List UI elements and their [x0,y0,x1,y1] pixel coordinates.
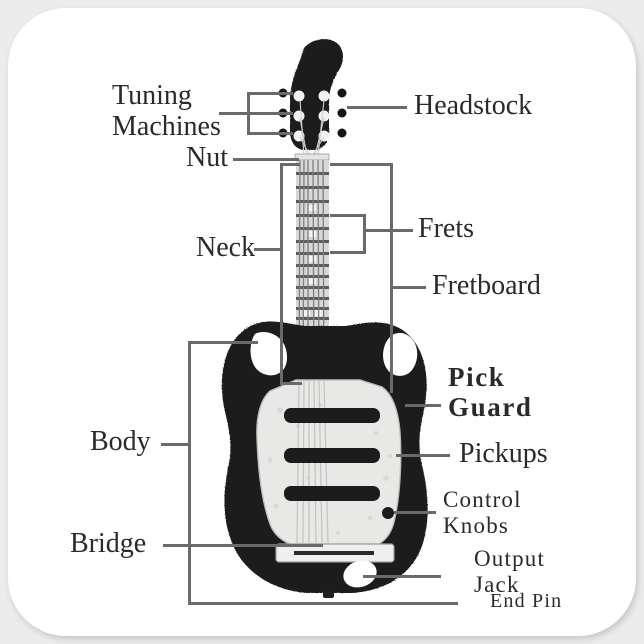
leader-neck-top [280,163,300,166]
leader-body-top [188,341,258,344]
label-neck: Neck [196,232,256,263]
leader-neck-spine [280,163,283,385]
label-frets: Frets [418,213,474,244]
leader-bridge [163,544,323,547]
leader-pick-guard [405,404,441,407]
leader-output-jack [363,575,441,578]
leader-tuning-machines-2 [247,112,293,115]
leader-body-stub [161,443,191,446]
output-jack-art [343,560,377,588]
label-pick-guard-line2: Guard [448,392,533,423]
label-output-jack-line1: Output [474,546,546,571]
label-pick-guard-line1: Pick [448,362,506,392]
label-tuning-machines-line1: Tuning [112,80,192,111]
leader-pickups [396,454,450,457]
leader-nut [233,158,299,161]
leader-fretboard-spine [390,163,393,393]
pickguard-art [256,379,405,550]
label-headstock: Headstock [414,90,533,121]
label-body: Body [90,426,151,457]
sticker-card: Tuning Machines Headstock Nut Neck Frets… [8,8,636,636]
leader-frets-stub [363,229,413,232]
bridge-art [275,543,395,563]
leader-headstock [347,106,407,109]
leader-fretboard-top [330,163,392,166]
label-fretboard: Fretboard [432,270,541,301]
control-knobs-art [382,507,405,536]
pickups-art [284,408,380,501]
callout-layer: Tuning Machines Headstock Nut Neck Frets… [8,8,636,636]
leader-body-spine [188,341,191,605]
leader-neck-stub [254,248,282,251]
guitar-illustration [221,39,428,598]
leader-neck-bottom [280,382,302,385]
label-end-pin: End Pin [490,590,563,612]
label-output-jack-line2: Jack [474,571,520,597]
leader-fretboard-stub [392,286,426,289]
label-nut: Nut [186,142,228,173]
leader-control-knobs [394,511,436,514]
label-tuning-machines: Tuning Machines [112,80,221,143]
label-control-knobs-line2: Knobs [443,512,510,538]
end-pin-art [323,591,334,598]
label-pickups: Pickups [459,438,548,469]
leader-tuning-machines-3 [247,132,293,135]
guitar-body-art [221,321,428,598]
label-control-knobs-line1: Control [443,487,522,512]
leader-frets-box-top [330,214,366,217]
label-output-jack: Output Jack [474,546,545,598]
leader-tuning-machines-stub [219,112,249,115]
headstock-art [278,39,347,157]
label-bridge: Bridge [70,528,147,559]
leader-tuning-machines-1 [247,92,293,95]
label-pick-guard: Pick Guard [448,362,533,422]
leader-frets-box-bottom [330,251,366,254]
leader-body-bottom [188,602,340,605]
leader-end-pin [338,602,458,605]
label-control-knobs: Control Knobs [443,487,522,539]
label-tuning-machines-line2: Machines [112,111,221,143]
leader-frets-box-right [363,214,366,254]
